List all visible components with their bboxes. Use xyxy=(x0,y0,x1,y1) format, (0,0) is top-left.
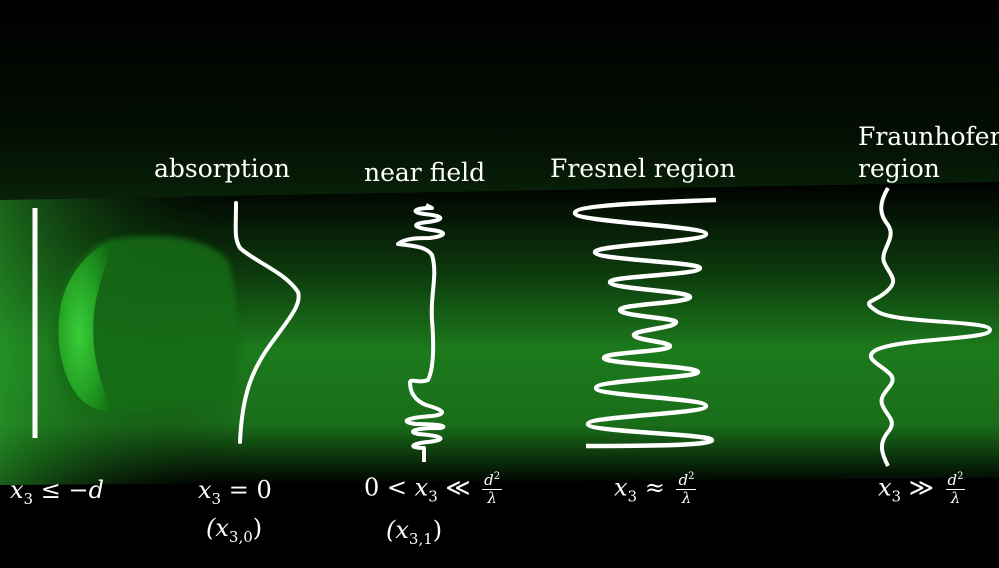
c4-fraction: d2 λ xyxy=(676,471,697,507)
c5-num-sup: 2 xyxy=(957,471,964,482)
c5-rel: ≫ xyxy=(908,473,934,502)
label-fraunhofer: Fraunhofer xyxy=(858,122,999,151)
c2-rel: = xyxy=(228,476,249,504)
c3-rel1: < xyxy=(386,473,408,502)
c2-sub: 3 xyxy=(211,490,222,508)
c1-var: x xyxy=(10,476,24,504)
c5-fraction: d2 λ xyxy=(945,471,966,507)
c5-var: x xyxy=(878,473,892,502)
condition-before-body: x3 ≤ −d xyxy=(10,478,104,507)
c4-var: x xyxy=(614,473,628,502)
c1-sub: 3 xyxy=(23,490,34,508)
absorption-profile-curve xyxy=(233,201,301,444)
c3-var: x xyxy=(414,473,429,502)
c3-sub: 3 xyxy=(428,487,438,506)
c4-num-sup: 2 xyxy=(688,471,695,482)
c2-rhs: 0 xyxy=(256,476,272,504)
c3-note: (x xyxy=(386,516,409,544)
condition-near-field-position: (x3,1) xyxy=(386,518,442,547)
c3-num-sup: 2 xyxy=(493,471,501,482)
c4-num: d xyxy=(678,471,689,489)
c2-var: x xyxy=(198,476,212,504)
condition-fraunhofer: x3 ≫ d2 λ xyxy=(878,471,966,507)
c2-note-sub: 3,0 xyxy=(228,528,253,546)
c3-fraction: d2 λ xyxy=(482,471,503,507)
c2-note: (x xyxy=(206,514,229,542)
condition-near-field: 0 < x3 ≪ d2 λ xyxy=(364,471,503,507)
c1-rel: ≤ xyxy=(40,476,61,504)
c4-sub: 3 xyxy=(627,487,638,506)
c2-note-close: ) xyxy=(252,514,263,542)
absorbing-body-highlight xyxy=(58,240,118,411)
c5-sub: 3 xyxy=(891,487,902,506)
condition-absorption-position: (x3,0) xyxy=(206,516,262,545)
c3-den: λ xyxy=(487,489,497,507)
c5-num: d xyxy=(947,471,958,489)
label-fraunhofer-region: region xyxy=(858,154,940,183)
label-fresnel-region: Fresnel region xyxy=(550,154,736,183)
condition-absorption: x3 = 0 xyxy=(198,478,272,507)
c1-rhs: −d xyxy=(68,476,104,504)
c3-lhs: 0 xyxy=(364,473,380,502)
c4-rel: ≈ xyxy=(644,473,665,502)
c3-rel2: ≪ xyxy=(445,473,471,502)
fraunhofer-profile-curve xyxy=(866,186,992,467)
label-absorption: absorption xyxy=(154,154,290,183)
c3-note-sub: 3,1 xyxy=(408,530,433,548)
c4-den: λ xyxy=(681,489,692,507)
fresnel-profile-curve xyxy=(572,197,717,449)
label-near-field: near field xyxy=(364,158,486,187)
near-field-profile-curve xyxy=(396,203,446,462)
c5-den: λ xyxy=(950,489,961,507)
c3-num: d xyxy=(484,471,494,489)
condition-fresnel: x3 ≈ d2 λ xyxy=(614,471,697,507)
c3-note-close: ) xyxy=(432,516,443,544)
